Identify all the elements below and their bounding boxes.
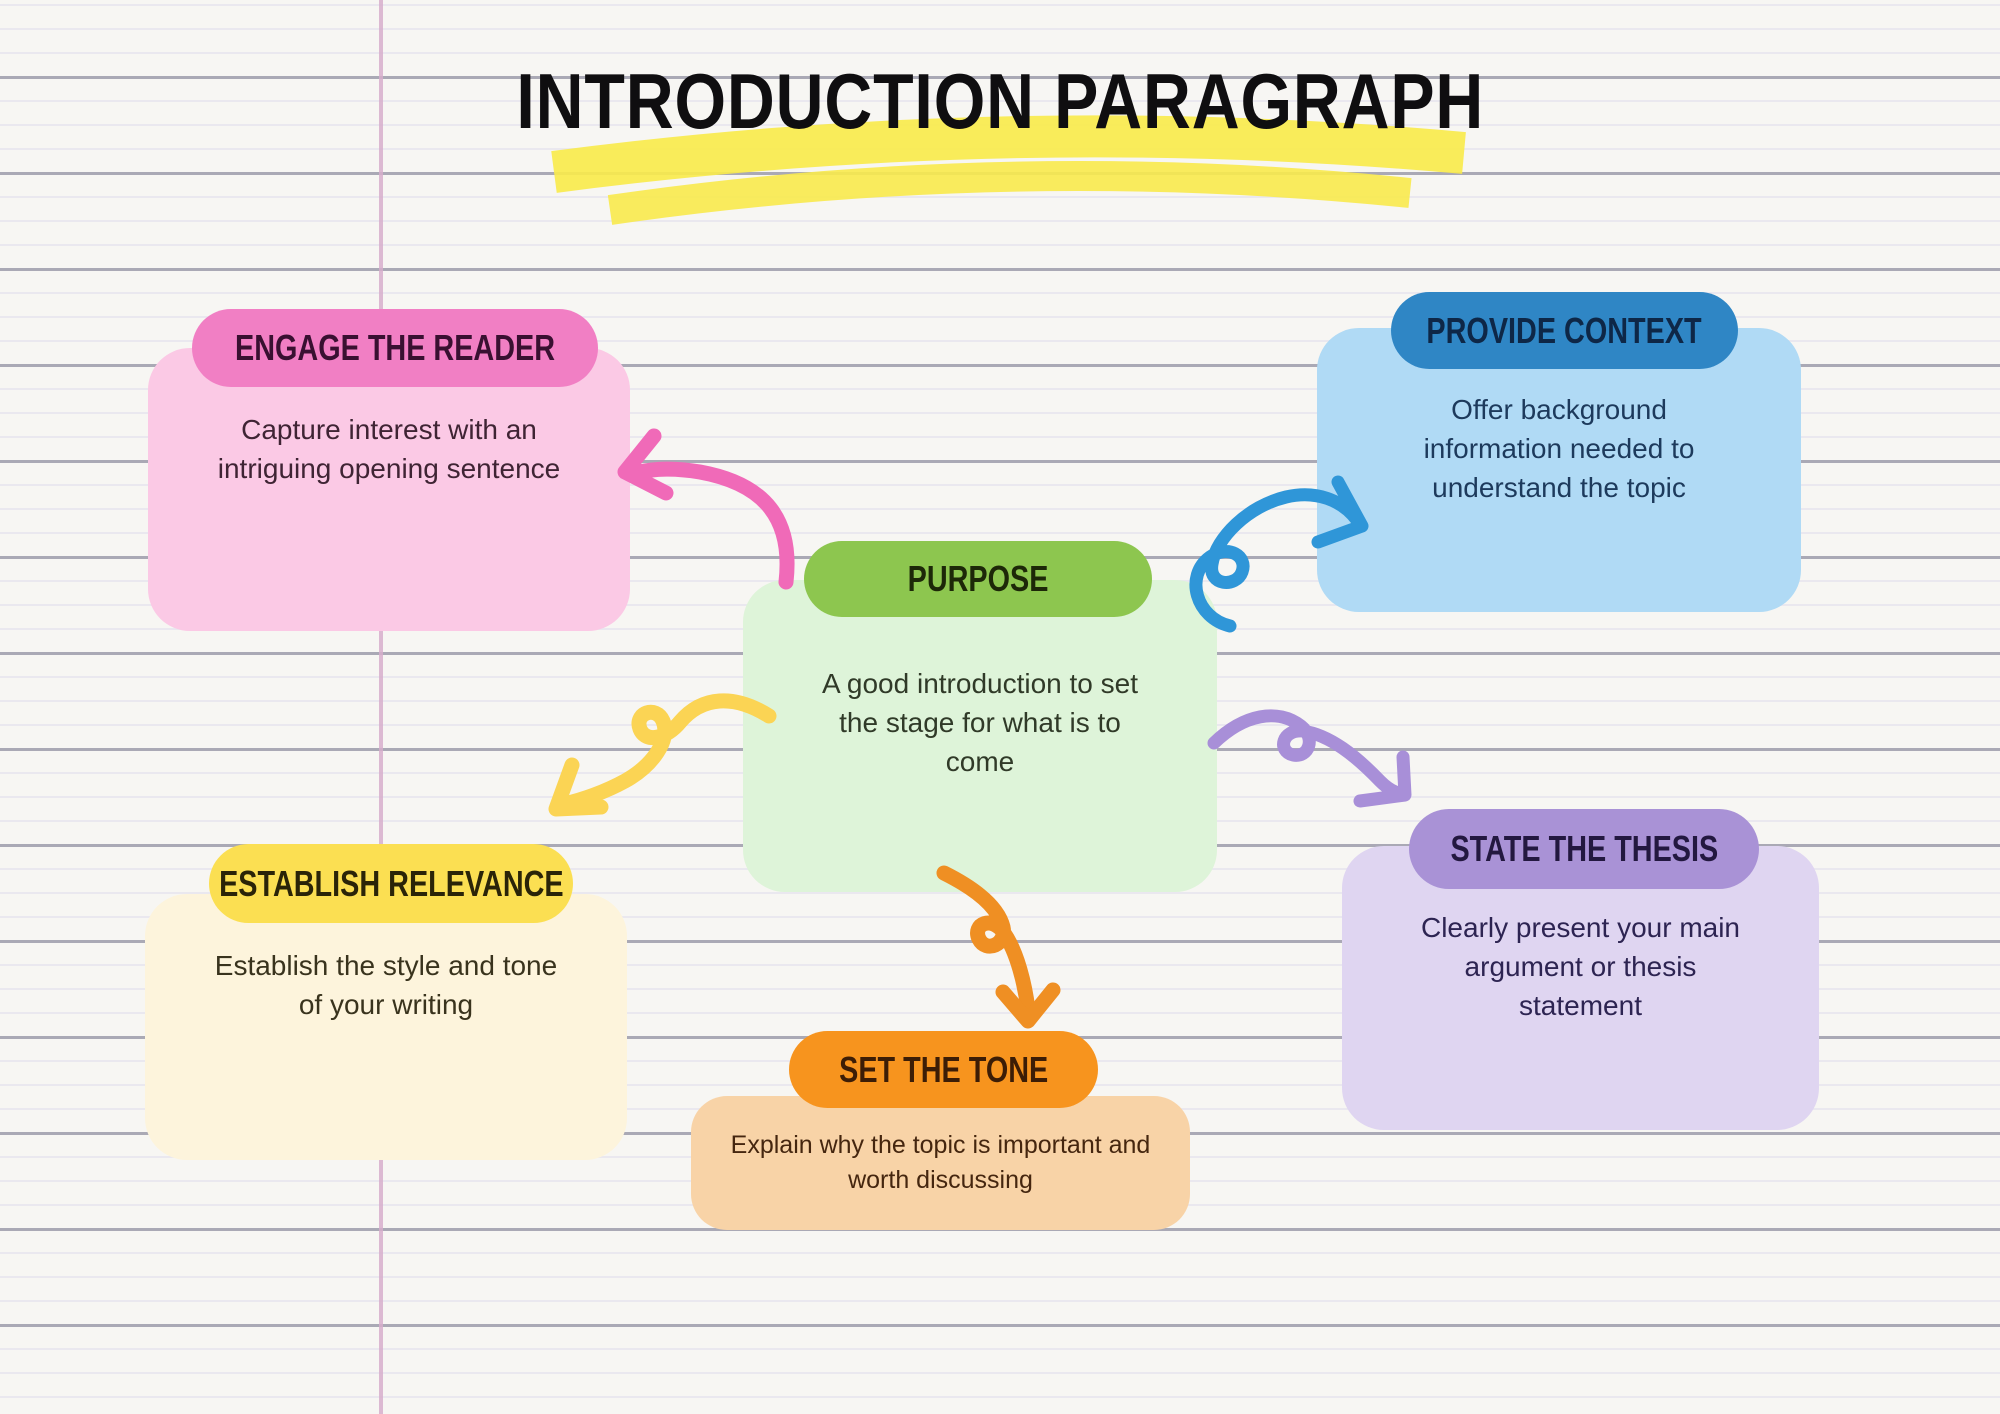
node-thesis-label: STATE THE THESIS [1450, 828, 1718, 869]
node-engage-body: Capture interest with an intriguing open… [148, 348, 630, 631]
node-context-body: Offer background information needed to u… [1317, 328, 1801, 612]
node-relevance-body: Establish the style and tone of your wri… [145, 894, 627, 1160]
node-context-label: PROVIDE CONTEXT [1426, 309, 1703, 351]
node-engage-header: ENGAGE THE READER [192, 309, 598, 387]
node-tone-header: SET THE TONE [789, 1031, 1098, 1108]
arrow-purpose-to-tone-icon [936, 865, 1061, 1029]
arrow-purpose-to-relevance-icon [548, 693, 777, 817]
node-purpose-body: A good introduction to set the stage for… [743, 580, 1217, 892]
node-relevance-description: Establish the style and tone of your wri… [214, 950, 558, 1021]
node-relevance-header: ESTABLISH RELEVANCE [209, 844, 573, 923]
notebook-margin-line [379, 0, 383, 1414]
node-context-description: Offer background information needed to u… [1423, 394, 1695, 504]
page-title-text: INTRODUCTION PARAGRAPH [516, 57, 1484, 145]
highlighter-swash-icon [607, 161, 1412, 225]
node-tone-description: Explain why the topic is important and w… [730, 1131, 1151, 1194]
node-context-header: PROVIDE CONTEXT [1391, 292, 1738, 369]
node-tone-label: SET THE TONE [838, 1048, 1049, 1090]
node-purpose-description: A good introduction to set the stage for… [822, 668, 1138, 778]
node-thesis-description: Clearly present your main argument or th… [1420, 912, 1741, 1022]
arrow-purpose-to-thesis-icon [1207, 709, 1412, 808]
node-purpose-header: PURPOSE [804, 541, 1152, 617]
arrow-purpose-to-engage-icon [617, 428, 795, 590]
node-thesis-body: Clearly present your main argument or th… [1342, 846, 1819, 1130]
node-engage-label: ENGAGE THE READER [234, 327, 556, 368]
node-thesis-header: STATE THE THESIS [1409, 809, 1759, 889]
node-tone-body: Explain why the topic is important and w… [691, 1096, 1190, 1230]
node-engage-description: Capture interest with an intriguing open… [217, 414, 561, 485]
node-relevance-label: ESTABLISH RELEVANCE [218, 862, 564, 904]
node-purpose-label: PURPOSE [907, 558, 1049, 599]
page-title: INTRODUCTION PARAGRAPH [0, 62, 2000, 140]
